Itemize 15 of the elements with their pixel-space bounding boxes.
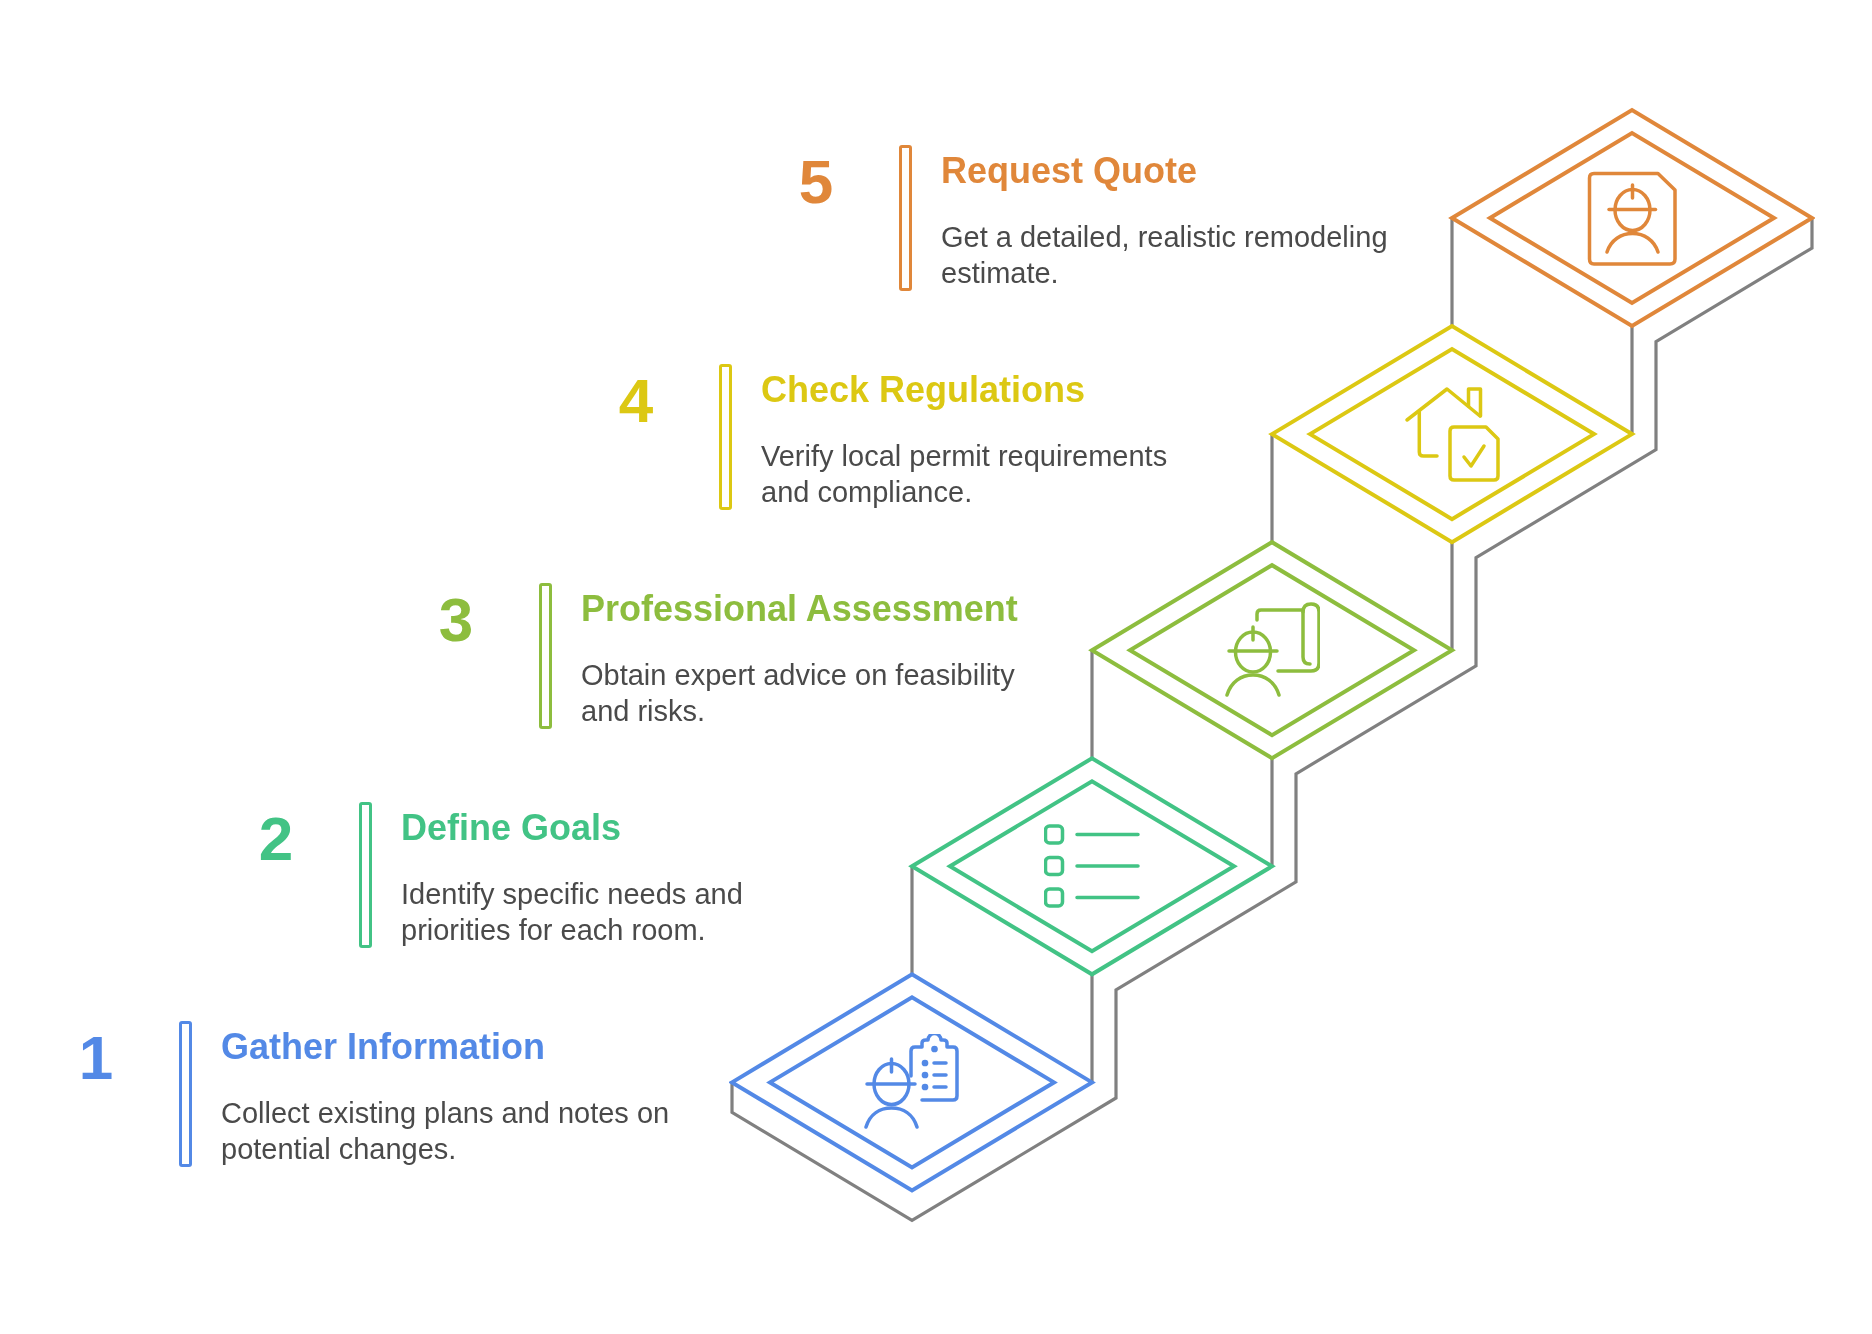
step-number: 4 xyxy=(617,370,655,432)
step-title: Professional Assessment xyxy=(581,588,1019,630)
step-number: 3 xyxy=(437,589,475,651)
step-title: Define Goals xyxy=(401,807,623,849)
step-number: 1 xyxy=(77,1027,115,1089)
step-description: Collect existing plans and notes on potential changes. xyxy=(221,1096,671,1167)
step-description: Identify specific needs and priorities for each room. xyxy=(401,877,744,948)
step-title: Request Quote xyxy=(941,150,1199,192)
step-title: Check Regulations xyxy=(761,369,1087,411)
step-description: Get a detailed, realistic remodeling estimate. xyxy=(941,220,1389,291)
step-description: Verify local permit requirements and compliance. xyxy=(761,439,1169,510)
step-number: 2 xyxy=(257,808,295,870)
step-description: Obtain expert advice on feasibility and risks. xyxy=(581,658,1016,729)
step-title: Gather Information xyxy=(221,1026,547,1068)
step-number: 5 xyxy=(797,151,835,213)
